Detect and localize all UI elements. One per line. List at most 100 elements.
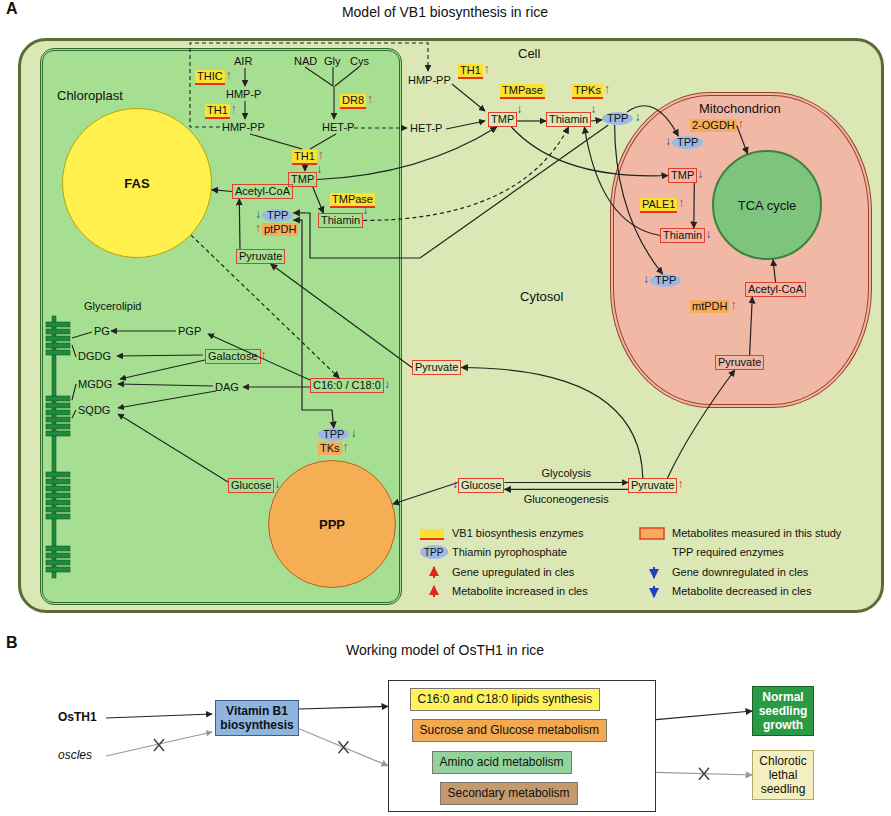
change-arrow: ↑ <box>678 197 684 210</box>
connector-arrow <box>656 772 752 775</box>
cycle-circle: PPP <box>268 460 396 588</box>
thylakoid-stack <box>46 329 70 334</box>
connector-arrow <box>191 235 339 378</box>
process-box: Sucrose and Glucose metabolism <box>412 719 607 742</box>
node-text: TMP <box>291 173 314 185</box>
region-heading: Cell <box>518 47 540 60</box>
connector-arrow <box>363 127 568 221</box>
metabolite-box: TMP↓ <box>488 112 517 127</box>
text-label: HET-P <box>322 121 354 134</box>
mitochondrion-region: Mitochondrion2-OGDH↑↓TPPTCA cycleTMP↓PAL… <box>610 92 872 408</box>
text-label: A <box>6 2 18 15</box>
node-text: Pyruvate <box>631 479 674 491</box>
cofactor-ellipse: TPP↓ <box>318 428 349 441</box>
legend-text: Thiamin pyrophosphate <box>452 546 567 559</box>
connector-arrow <box>504 489 628 490</box>
enzyme-box: TMPase <box>330 193 375 208</box>
change-arrow: ↓ <box>316 163 322 176</box>
metabolite-box: Glucose↓ <box>458 478 504 493</box>
node-text: DR8 <box>342 94 364 106</box>
group-box: C16:0 and C18:0 lipids synthesisSucrose … <box>388 680 656 812</box>
thylakoid-stack <box>46 514 70 519</box>
node-text: TPP <box>677 136 698 148</box>
connector-arrow <box>317 127 497 180</box>
metabolite-box: Pyruvate <box>412 360 461 375</box>
connector-arrow <box>461 368 642 479</box>
thylakoid-stack <box>46 322 70 327</box>
text-label: Cys <box>350 55 369 68</box>
node-text: Vitamin B1 biosynthesis <box>219 704 295 732</box>
node-text: TCA cycle <box>738 199 797 212</box>
change-arrow: ↑ <box>730 299 736 312</box>
cycle-circle: FAS <box>62 108 212 258</box>
process-box: Vitamin B1 biosynthesis <box>215 700 299 736</box>
pathway-arrow <box>118 414 228 482</box>
cofactor-ellipse: ↓TPP <box>672 136 703 149</box>
thylakoid-stack <box>46 479 70 484</box>
pathway-arrow <box>117 355 203 356</box>
connector-arrow <box>693 183 695 228</box>
node-text: Thiamin <box>549 113 588 125</box>
node-text: Normal seedling growth <box>756 690 810 732</box>
connector-arrow <box>627 106 678 136</box>
text-label: HET-P <box>410 122 442 135</box>
thylakoid-stack <box>46 410 70 415</box>
connector-arrow <box>511 127 668 176</box>
legend-sample <box>433 567 435 578</box>
pathway-arrow <box>120 360 205 379</box>
connector-arrow <box>668 370 735 478</box>
connector-arrow <box>773 260 776 282</box>
process-box: Amino acid metabolism <box>432 751 572 774</box>
change-arrow: ↑ <box>677 478 683 491</box>
metabolite-box: Thiamin↓ <box>318 213 363 228</box>
metabolite-box: TMP↓ <box>668 168 697 183</box>
connector-arrow <box>517 120 546 121</box>
enzyme-box: THIC↑ <box>195 70 225 85</box>
thylakoid-stack <box>46 336 70 341</box>
connector-arrow <box>293 125 608 258</box>
thylakoid-stack <box>46 350 70 355</box>
connector-arrow <box>313 187 324 213</box>
node-text: Galactose <box>208 350 258 362</box>
text-label: DGDG <box>78 350 111 363</box>
block-cross <box>699 768 709 780</box>
text-label: OsTH1 <box>58 711 97 724</box>
enzyme-box: TH1↑ <box>205 104 230 119</box>
pathway-arrow <box>305 67 359 86</box>
change-arrow: ↑ <box>738 118 744 131</box>
node-text: Thiamin <box>663 229 702 241</box>
change-arrow: ↑ <box>604 83 610 96</box>
thylakoid-stack <box>46 553 70 558</box>
thylakoid-stack <box>46 493 70 498</box>
enzyme-box: TMPase <box>500 84 545 99</box>
node-text: TMP <box>671 169 694 181</box>
legend-sample <box>420 545 448 559</box>
pathway-arrow <box>118 384 213 386</box>
connector-arrow <box>591 120 602 121</box>
legend-text: VB1 biosynthesis enzymes <box>452 527 583 540</box>
cofactor-ellipse: TPP↓ <box>602 112 633 125</box>
node-text: Thiamin <box>321 214 360 226</box>
outcome-box: Normal seedling growth <box>752 686 814 736</box>
change-arrow: ↓ <box>705 228 711 241</box>
thylakoid-stack <box>46 472 70 477</box>
node-text: TKs <box>320 442 340 454</box>
legend-text: Metabolites measured in this study <box>672 527 841 540</box>
node-text: Chlorotic lethal seedling <box>756 754 810 796</box>
node-text: FAS <box>124 177 149 190</box>
node-text: Amino acid metabolism <box>440 755 564 769</box>
change-arrow: ↓ <box>590 103 596 116</box>
node-text: Secondary metabolism <box>448 786 570 800</box>
change-arrow: ↓ <box>452 478 458 491</box>
connector-arrow <box>299 729 388 766</box>
enzyme-box: TH1↑ <box>292 150 317 165</box>
node-text: 2-OGDH <box>692 119 735 131</box>
change-arrow: ↓ <box>350 427 356 440</box>
node-text: PALE1 <box>642 198 675 210</box>
legend-text: Metabolite increased in cles <box>452 585 588 598</box>
thylakoid-stack <box>46 403 70 408</box>
text-label: oscles <box>58 749 92 762</box>
metabolite-box: Galactose↑ <box>205 349 261 364</box>
enzyme-box: TKs↑ <box>318 442 342 455</box>
change-arrow: ↑ <box>231 103 237 116</box>
